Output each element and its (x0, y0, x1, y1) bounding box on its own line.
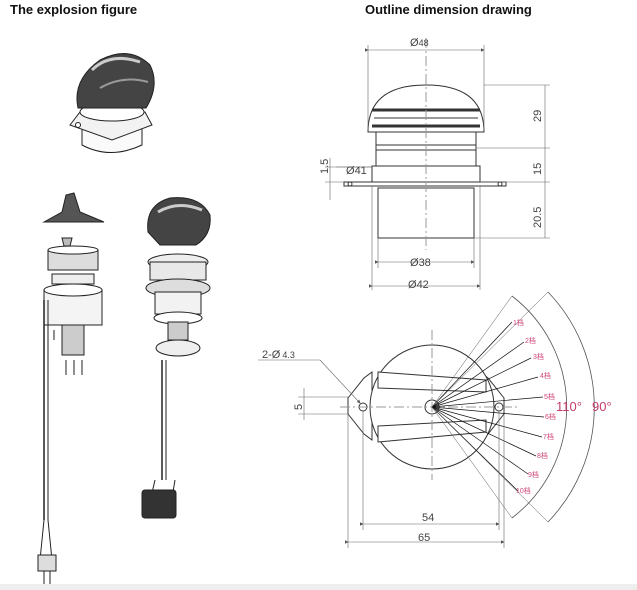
holes-value: 4.3 (282, 350, 295, 360)
dim-65-label: 65 (418, 532, 430, 544)
position-labels: 1档 2档 3档 4档 5档 6档 7档 8档 9档 10档 (513, 318, 556, 495)
dim-54-label: 54 (422, 512, 434, 524)
angle-90-label: 90° (592, 399, 612, 414)
side-view-dimension-lines (325, 45, 550, 290)
dim-29-label: 29 (532, 110, 544, 122)
dim-38-value: 38 (419, 257, 431, 269)
holes-symbol: Ø (272, 349, 281, 361)
bottom-scrollbar-strip (0, 584, 637, 590)
exploded-parts-column (37, 192, 105, 584)
position-rays (431, 321, 545, 492)
position-label-7: 7档 (543, 432, 554, 441)
dim-48-symbol: Ø (410, 37, 419, 49)
dim-41-value: 41 (355, 165, 367, 177)
svg-text:Ø42: Ø42 (408, 279, 429, 291)
position-label-9: 9档 (528, 470, 539, 479)
dim-1-5-label: 1.5 (319, 159, 331, 174)
dim-20-5-label: 20.5 (532, 207, 544, 228)
position-label-8: 8档 (537, 451, 548, 460)
top-view-drawing (340, 330, 520, 480)
dim-48-value: 48 (419, 38, 429, 48)
dim-5-label: 5 (293, 404, 305, 410)
angle-arcs (431, 291, 595, 523)
top-view-dimension-lines (258, 359, 505, 548)
angle-110-label: 110° (556, 399, 582, 414)
exploded-knob-assembly (141, 197, 211, 519)
dim-15-label: 15 (532, 163, 544, 175)
outline-drawing-heading: Outline dimension drawing (365, 2, 532, 17)
assembled-knob-illustration (69, 53, 155, 153)
dim-41-symbol: Ø (346, 165, 355, 177)
svg-text:Ø38: Ø38 (410, 257, 431, 269)
dim-38-symbol: Ø (410, 257, 419, 269)
dim-42-value: 42 (417, 279, 429, 291)
holes-count: 2- (262, 349, 272, 361)
side-view-dimension-labels: Ø48 29 15 20.5 1.5 Ø41 Ø38 Ø42 (319, 37, 544, 291)
position-label-6: 6档 (545, 412, 556, 421)
position-label-4: 4档 (540, 371, 551, 380)
position-label-1: 1档 (513, 318, 524, 327)
side-view-drawing (343, 38, 507, 250)
dim-42-symbol: Ø (408, 279, 417, 291)
svg-text:Ø41: Ø41 (346, 165, 367, 177)
explosion-figure-heading: The explosion figure (10, 2, 138, 17)
position-label-5: 5档 (544, 392, 555, 401)
svg-text:Ø48: Ø48 (410, 37, 429, 49)
position-label-10: 10档 (516, 486, 531, 495)
position-label-3: 3档 (533, 352, 544, 361)
position-label-2: 2档 (525, 336, 536, 345)
